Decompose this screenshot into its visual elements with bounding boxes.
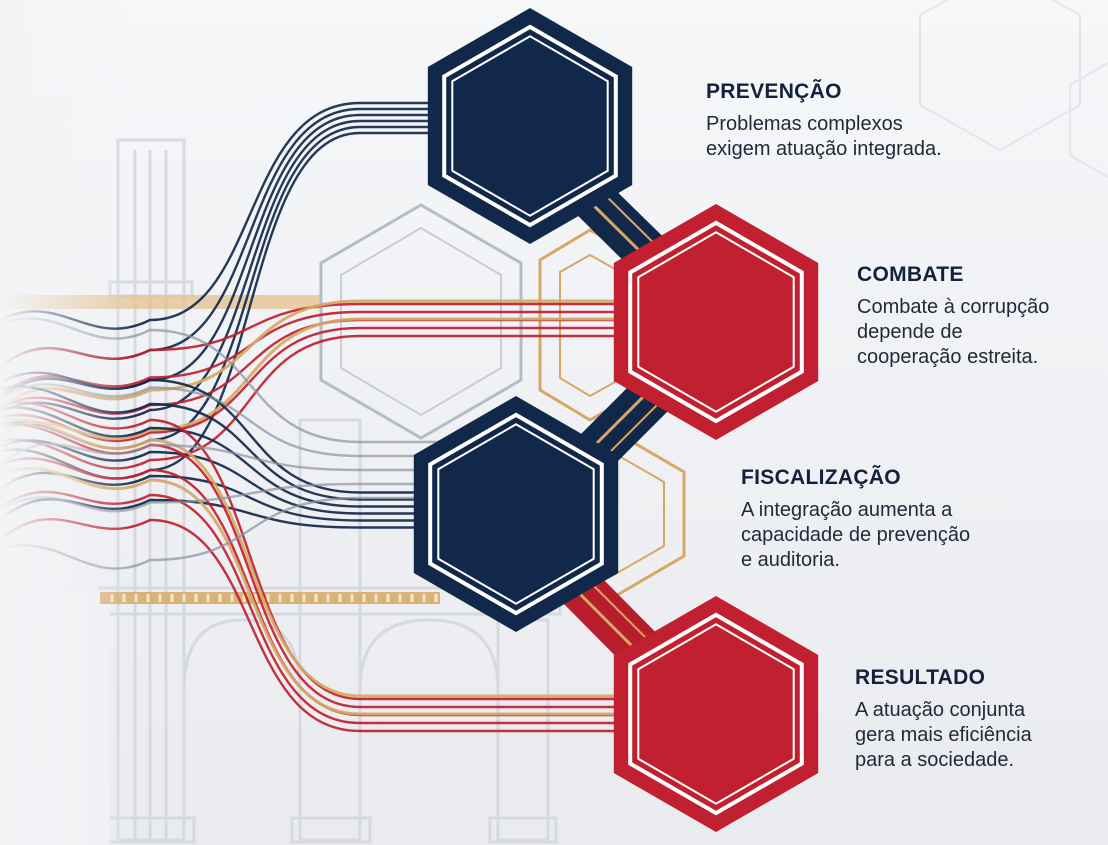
- bg-hexagon-far-right: [1069, 61, 1108, 179]
- step-prevencao-title: PREVENÇÃO: [706, 80, 842, 103]
- grey-hexagon-outer: [319, 203, 523, 440]
- step-prevencao-line: exigem atuação integrada.: [706, 138, 942, 160]
- bg-hexagon-top-right: [919, 0, 1081, 152]
- step-fiscalizacao-line: capacidade de prevenção: [741, 524, 971, 546]
- step-resultado-line: para a sociedade.: [855, 749, 1015, 771]
- background-hexagons: [919, 0, 1108, 179]
- step-combate-line: Combate à corrupção: [857, 296, 1050, 318]
- step-prevencao-line: Problemas complexos: [706, 113, 903, 135]
- step-resultado-title: RESULTADO: [855, 666, 986, 689]
- step-combate: COMBATE Combate à corrupção depende de c…: [857, 263, 1049, 370]
- step-combate-title: COMBATE: [857, 263, 964, 286]
- step-fiscalizacao-line: e auditoria.: [741, 549, 840, 571]
- grey-hexagon-inner: [340, 226, 502, 417]
- step-combate-line: depende de: [857, 321, 963, 343]
- step-combate-line: cooperação estreita.: [857, 346, 1039, 368]
- flow-line: [0, 119, 457, 420]
- step-resultado-line: A atuação conjunta: [855, 699, 1026, 721]
- step-resultado-line: gera mais eficiência: [855, 724, 1032, 746]
- step-fiscalizacao-title: FISCALIZAÇÃO: [741, 466, 901, 489]
- step-fiscalizacao: FISCALIZAÇÃO A integração aumenta a capa…: [741, 466, 970, 573]
- step-prevencao: PREVENÇÃO Problemas complexos exigem atu…: [706, 80, 942, 162]
- flow-line: [0, 101, 457, 330]
- step-resultado: RESULTADO A atuação conjunta gera mais e…: [855, 666, 1032, 773]
- step-fiscalizacao-line: A integração aumenta a: [741, 499, 953, 521]
